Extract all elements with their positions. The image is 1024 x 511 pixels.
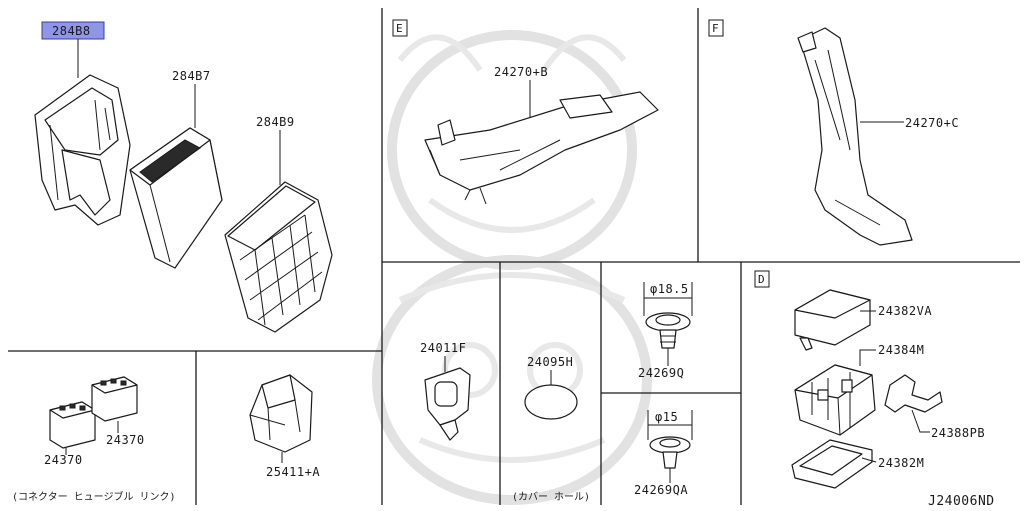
label-24269qa: 24269QA — [634, 483, 688, 497]
label-24095h: 24095H — [527, 355, 573, 369]
drawing-24370-connector-b — [91, 376, 138, 422]
dimension-d-large: φ18.5 — [650, 282, 689, 296]
label-24270c: 24270+C — [905, 116, 959, 130]
section-label-d: D — [758, 273, 765, 286]
leader-24388pb — [911, 409, 930, 433]
drawing-24270b-protector — [424, 91, 659, 205]
drawing-284b9-box — [224, 181, 333, 333]
drawing-284b8-cover — [34, 74, 131, 226]
label-24269q: 24269Q — [638, 366, 684, 380]
section-label-e: E — [396, 22, 403, 35]
dimension-line-large — [643, 282, 693, 316]
label-284b7: 284B7 — [172, 69, 211, 83]
dimension-line-small — [647, 410, 693, 440]
label-284b8: 284B8 — [52, 24, 91, 38]
drawing-24269q-clip — [645, 312, 691, 349]
label-25411a: 25411+A — [266, 465, 320, 479]
drawing-24269qa-clip — [649, 436, 691, 469]
drawing-24382va-cover — [794, 289, 871, 351]
label-284b9: 284B9 — [256, 115, 295, 129]
label-24011f: 24011F — [420, 341, 466, 355]
drawing-24011f-clip — [424, 367, 471, 441]
label-24382m: 24382M — [878, 456, 924, 470]
highlight-box — [41, 21, 105, 40]
label-24382va: 24382VA — [878, 304, 932, 318]
leader-24382m — [861, 457, 877, 463]
panel-grid — [8, 8, 1020, 505]
caption-cover-hole: (カバー ホール) — [512, 491, 590, 503]
dimension-d-small: φ15 — [655, 410, 678, 424]
section-marker-e: E — [392, 19, 408, 37]
drawing-24095h-grommet — [524, 384, 578, 420]
label-24270b: 24270+B — [494, 65, 548, 79]
caption-connector-link: (コネクター ヒュージブル リンク) — [12, 490, 175, 503]
section-marker-f: F — [708, 19, 724, 37]
label-24370-a: 24370 — [44, 453, 83, 467]
drawing-24382m-cover — [791, 439, 873, 489]
drawing-24370-connector-a — [49, 401, 96, 449]
diagram-code: J24006ND — [928, 494, 995, 509]
drawing-284b7-module — [129, 127, 223, 269]
label-24384m: 24384M — [878, 343, 924, 357]
section-label-f: F — [712, 22, 719, 35]
part-284b8-callout[interactable]: 284B8 — [41, 21, 105, 40]
label-24370-b: 24370 — [106, 433, 145, 447]
drawing-24270c-protector — [797, 27, 913, 246]
label-24388pb: 24388PB — [931, 426, 985, 440]
section-marker-d: D — [754, 270, 770, 288]
drawing-24388pb-terminal — [884, 374, 943, 413]
leader-24384m — [859, 349, 876, 366]
drawing-25411a-relay — [249, 374, 313, 453]
drawing-24384m-block — [794, 364, 876, 436]
